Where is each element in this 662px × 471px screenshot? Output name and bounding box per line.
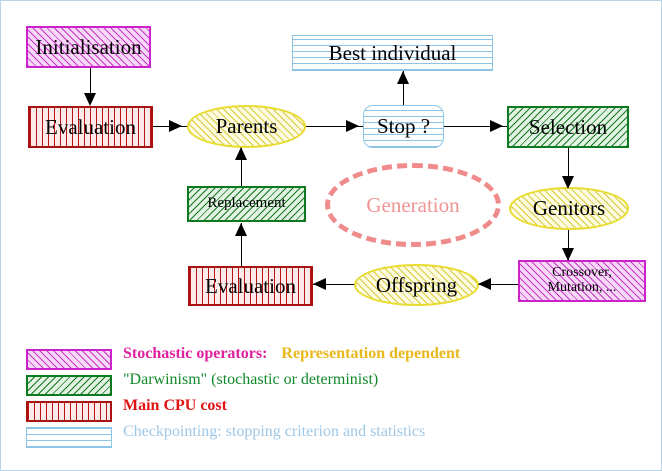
node-stop[interactable]: Stop ? (363, 105, 444, 148)
arrowhead-replacement-to-parents (235, 147, 247, 160)
legend-swatch-darwinism (26, 375, 112, 396)
connector-eval-to-replacement (241, 223, 242, 267)
selection-label: Selection (528, 114, 608, 139)
evaluation-top-label: Evaluation (45, 114, 136, 139)
connector-init-to-eval (90, 68, 91, 100)
arrowhead-selection-to-genitors (562, 176, 574, 189)
legend-label-darwinism: "Darwinism" (stochastic or determinist) (123, 371, 379, 388)
connector-stop-to-selection (444, 126, 510, 127)
arrowhead-crossover-to-offspring (478, 278, 491, 290)
connector-genitors-to-crossover (568, 229, 569, 261)
node-offspring[interactable]: Offspring (354, 264, 479, 306)
connector-parents-to-stop (306, 126, 366, 127)
node-parents[interactable]: Parents (187, 105, 306, 148)
connector-offspring-to-eval (313, 284, 357, 285)
legend-swatch-stochastic (26, 349, 112, 370)
legend-label-checkpointing: Checkpointing: stopping criterion and st… (123, 423, 426, 440)
offspring-label: Offspring (375, 272, 458, 297)
legend-label-stochastic: Stochastic operators: Representation dep… (123, 345, 460, 363)
arrowhead-offspring-to-eval (313, 278, 326, 290)
node-crossover-mutation[interactable]: Crossover, Mutation, ... (518, 260, 646, 302)
evaluation-bottom-label: Evaluation (205, 273, 296, 298)
arrowhead-eval-to-replacement (235, 223, 247, 236)
generation-ellipse: Generation (325, 163, 501, 247)
best-individual-label: Best individual (328, 40, 457, 65)
stop-label: Stop ? (376, 114, 431, 139)
genitors-label: Genitors (532, 196, 606, 221)
generation-label: Generation (366, 192, 460, 217)
legend-swatch-checkpointing (26, 427, 112, 448)
legend-stochastic-text2: Representation dependent (281, 345, 461, 362)
replacement-label: Replacement (207, 195, 286, 212)
legend-swatch-cpu (26, 401, 112, 422)
crossover-label-line1: Crossover, (552, 265, 612, 281)
node-evaluation-bottom[interactable]: Evaluation (188, 266, 313, 306)
node-best-individual[interactable]: Best individual (292, 35, 493, 71)
arrowhead-genitors-to-crossover (562, 248, 574, 261)
legend-stochastic-text1: Stochastic operators: (123, 345, 268, 362)
legend-label-cpu: Main CPU cost (123, 397, 227, 414)
node-evaluation-top[interactable]: Evaluation (28, 106, 153, 148)
arrowhead-stop-to-best (397, 71, 409, 84)
connector-stop-to-best (403, 71, 404, 107)
initialisation-label: Initialisation (35, 34, 142, 59)
connector-selection-to-genitors (568, 147, 569, 189)
connector-crossover-to-offspring (478, 284, 520, 285)
arrowhead-parents-to-stop (346, 120, 359, 132)
arrowhead-init-to-eval (84, 93, 96, 106)
node-replacement[interactable]: Replacement (187, 186, 306, 222)
node-initialisation[interactable]: Initialisation (26, 26, 151, 68)
node-genitors[interactable]: Genitors (509, 187, 629, 230)
connector-replacement-to-parents (241, 147, 242, 187)
node-selection[interactable]: Selection (507, 106, 629, 148)
arrowhead-eval-to-parents (169, 120, 182, 132)
crossover-label-line2: Mutation, ... (547, 280, 617, 295)
arrowhead-stop-to-selection (490, 120, 503, 132)
parents-label: Parents (215, 114, 278, 139)
